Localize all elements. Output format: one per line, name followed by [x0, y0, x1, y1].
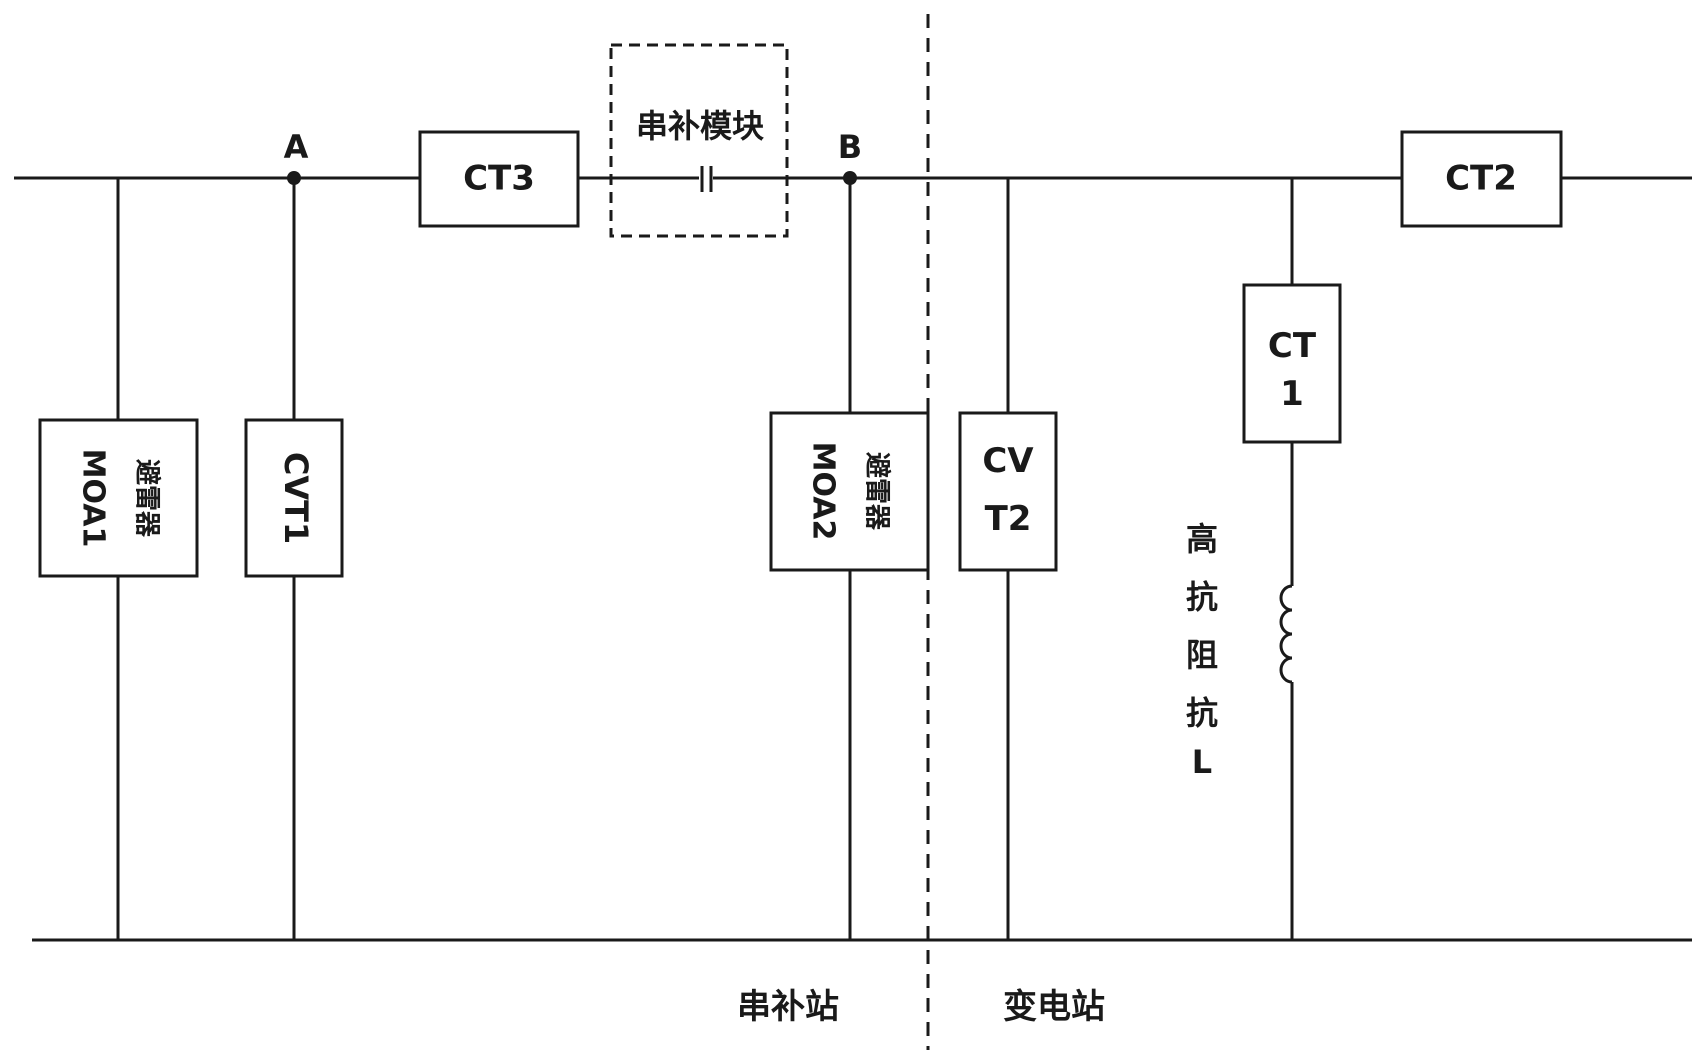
ct2-box [1400, 130, 1563, 228]
ct1-box [1242, 283, 1342, 444]
moa1-label-cn: 避雷器 [132, 459, 163, 538]
moa1-box [38, 418, 199, 578]
cvt1-box [244, 418, 344, 578]
ct1-label-line2: 1 [1280, 374, 1304, 414]
substation-label: 变电站 [1003, 987, 1105, 1027]
reactor-label-char: 阻 [1186, 636, 1218, 674]
reactor-label-char: L [1192, 743, 1212, 781]
node-a-label: A [284, 128, 309, 166]
cvt1-label: CVT1 [277, 452, 315, 544]
node-a-dot [287, 171, 301, 185]
moa2-label-id: MOA2 [806, 442, 841, 541]
series-module-label: 串补模块 [636, 107, 764, 145]
cvt2-label-line2: T2 [985, 499, 1032, 539]
reactor-label-char: 高 [1186, 520, 1218, 558]
ct1-label-line1: CT [1268, 326, 1317, 366]
inductor-icon [1279, 584, 1293, 684]
reactor-label-char: 抗 [1186, 694, 1218, 732]
moa2-box [769, 411, 930, 572]
cvt2-label-line1: CV [982, 441, 1034, 481]
reactor-label-char: 抗 [1186, 578, 1218, 616]
series-station-label: 串补站 [737, 987, 839, 1027]
moa2-label-cn: 避雷器 [862, 452, 893, 531]
moa1-label-id: MOA1 [76, 449, 111, 548]
node-b-dot [843, 171, 857, 185]
series-module-box [609, 43, 789, 238]
cvt2-box [958, 411, 1058, 572]
reactor-label: 高 抗 阻 抗 L [1186, 520, 1218, 781]
ct3-label: CT3 [463, 159, 535, 199]
node-b-label: B [838, 128, 862, 166]
ct2-label: CT2 [1445, 159, 1517, 199]
